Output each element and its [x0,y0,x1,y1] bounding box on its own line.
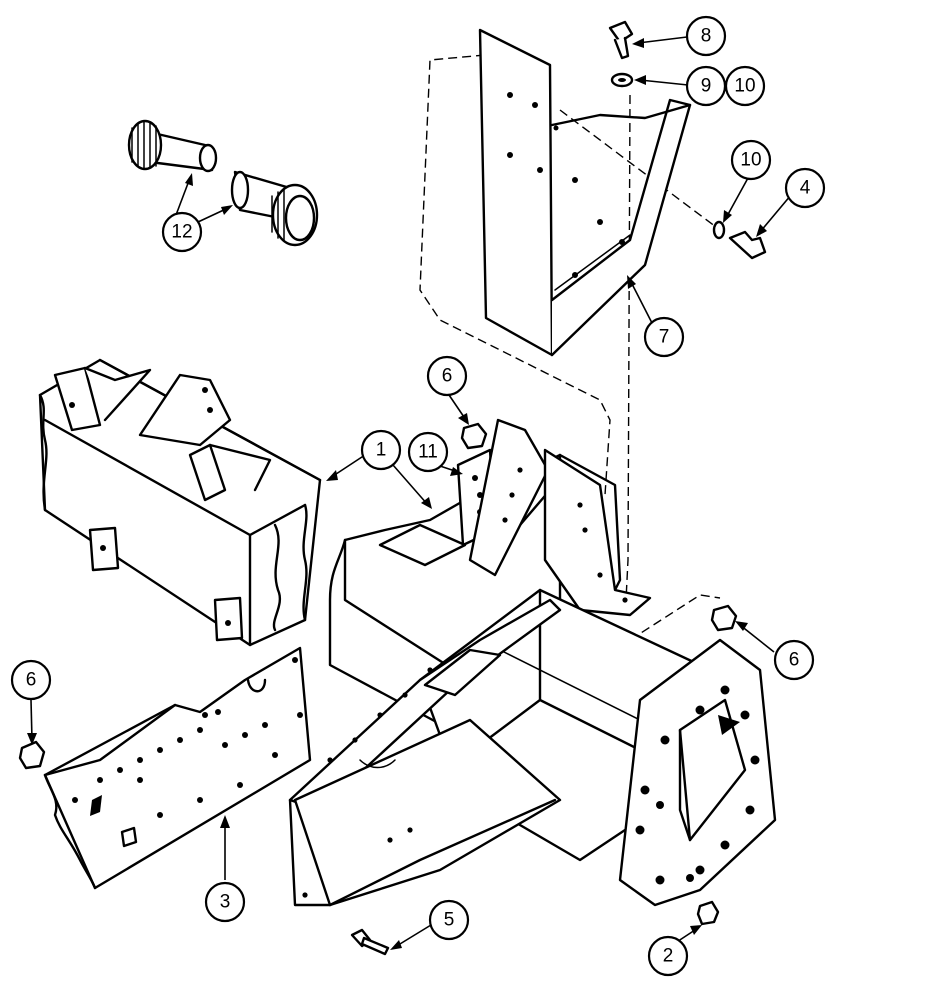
callout-3: 3 [204,881,246,923]
callout-10-top: 10 [724,65,766,107]
callout-4: 4 [784,167,826,209]
callout-2-label: 2 [663,946,674,967]
callout-9: 9 [685,65,727,107]
callout-6-left-label: 6 [26,670,37,691]
callout-6-right: 6 [773,639,815,681]
top-hardware [608,20,767,260]
callout-3-label: 3 [220,892,231,913]
callout-11: 11 [407,431,449,473]
main-frame [38,358,777,907]
callout-6-top: 6 [426,355,468,397]
splined-shaft-assembly [127,119,319,247]
nuts-and-bolts [18,422,738,956]
callout-1: 1 [360,429,402,471]
callout-12: 12 [161,211,203,253]
callout-4-label: 4 [800,178,811,199]
callout-11-label: 11 [418,442,438,463]
callout-10-mid-label: 10 [740,150,761,171]
callout-10-mid: 10 [730,139,772,181]
callout-6-left: 6 [10,659,52,701]
callout-7-label: 7 [659,327,670,348]
side-plate [43,646,312,890]
callout-2: 2 [647,935,689,977]
callout-10-top-label: 10 [734,76,755,97]
callout-6-top-label: 6 [442,366,453,387]
callout-6-right-label: 6 [789,650,800,671]
callout-1-label: 1 [376,440,387,461]
callout-8: 8 [685,15,727,57]
callout-leaders [27,36,792,956]
callout-5-label: 5 [444,910,455,931]
bracket-shield [478,28,692,357]
callout-7: 7 [643,316,685,358]
callout-9-label: 9 [701,76,712,97]
callout-8-label: 8 [701,26,712,47]
callout-5: 5 [428,899,470,941]
callout-12-label: 12 [171,222,192,243]
